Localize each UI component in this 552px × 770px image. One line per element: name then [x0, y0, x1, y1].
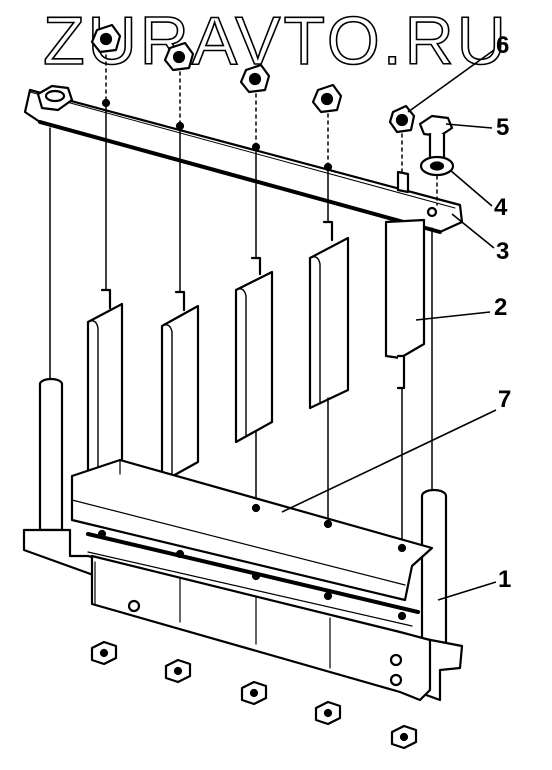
bolt-part-5 [418, 114, 454, 162]
callout-2: 2 [494, 294, 508, 321]
bottom-nut-5 [390, 724, 418, 750]
top-bar-left-nut [36, 84, 74, 112]
leader-3 [451, 213, 495, 249]
left-post [38, 377, 64, 532]
lower-block [90, 554, 432, 702]
callout-7: 7 [498, 386, 512, 413]
callout-5: 5 [496, 114, 510, 141]
blade-4 [308, 220, 350, 521]
washer-part-4 [419, 155, 455, 206]
top-nut-3 [239, 63, 271, 146]
leader-7 [281, 409, 497, 513]
top-nut-1 [90, 23, 122, 101]
leader-5 [445, 123, 493, 129]
bottom-nut-1 [90, 640, 118, 666]
nut-part-6 [388, 104, 416, 194]
callout-1: 1 [498, 566, 512, 593]
clamp-bar-part-7 [70, 458, 434, 602]
blade-2 [160, 290, 200, 493]
leader-6 [407, 49, 495, 113]
callout-3: 3 [496, 238, 510, 265]
bottom-nut-4 [314, 700, 342, 726]
watermark-text: ZURAVTO.RU [43, 3, 509, 79]
right-post-part-1 [420, 488, 448, 652]
blade-1 [86, 288, 124, 488]
top-nut-4 [311, 83, 343, 166]
watermark: ZURAVTO.RU [42, 2, 509, 80]
leader-1 [437, 581, 497, 601]
callout-6: 6 [496, 32, 510, 59]
top-nut-2 [163, 41, 195, 125]
blade-5 [384, 218, 426, 545]
bottom-nut-3 [240, 680, 268, 706]
bottom-nut-2 [164, 658, 192, 684]
callout-4: 4 [494, 194, 508, 221]
leader-lines [281, 49, 497, 601]
leader-2 [415, 311, 491, 321]
blade-3 [234, 256, 274, 507]
leader-4 [449, 169, 493, 207]
